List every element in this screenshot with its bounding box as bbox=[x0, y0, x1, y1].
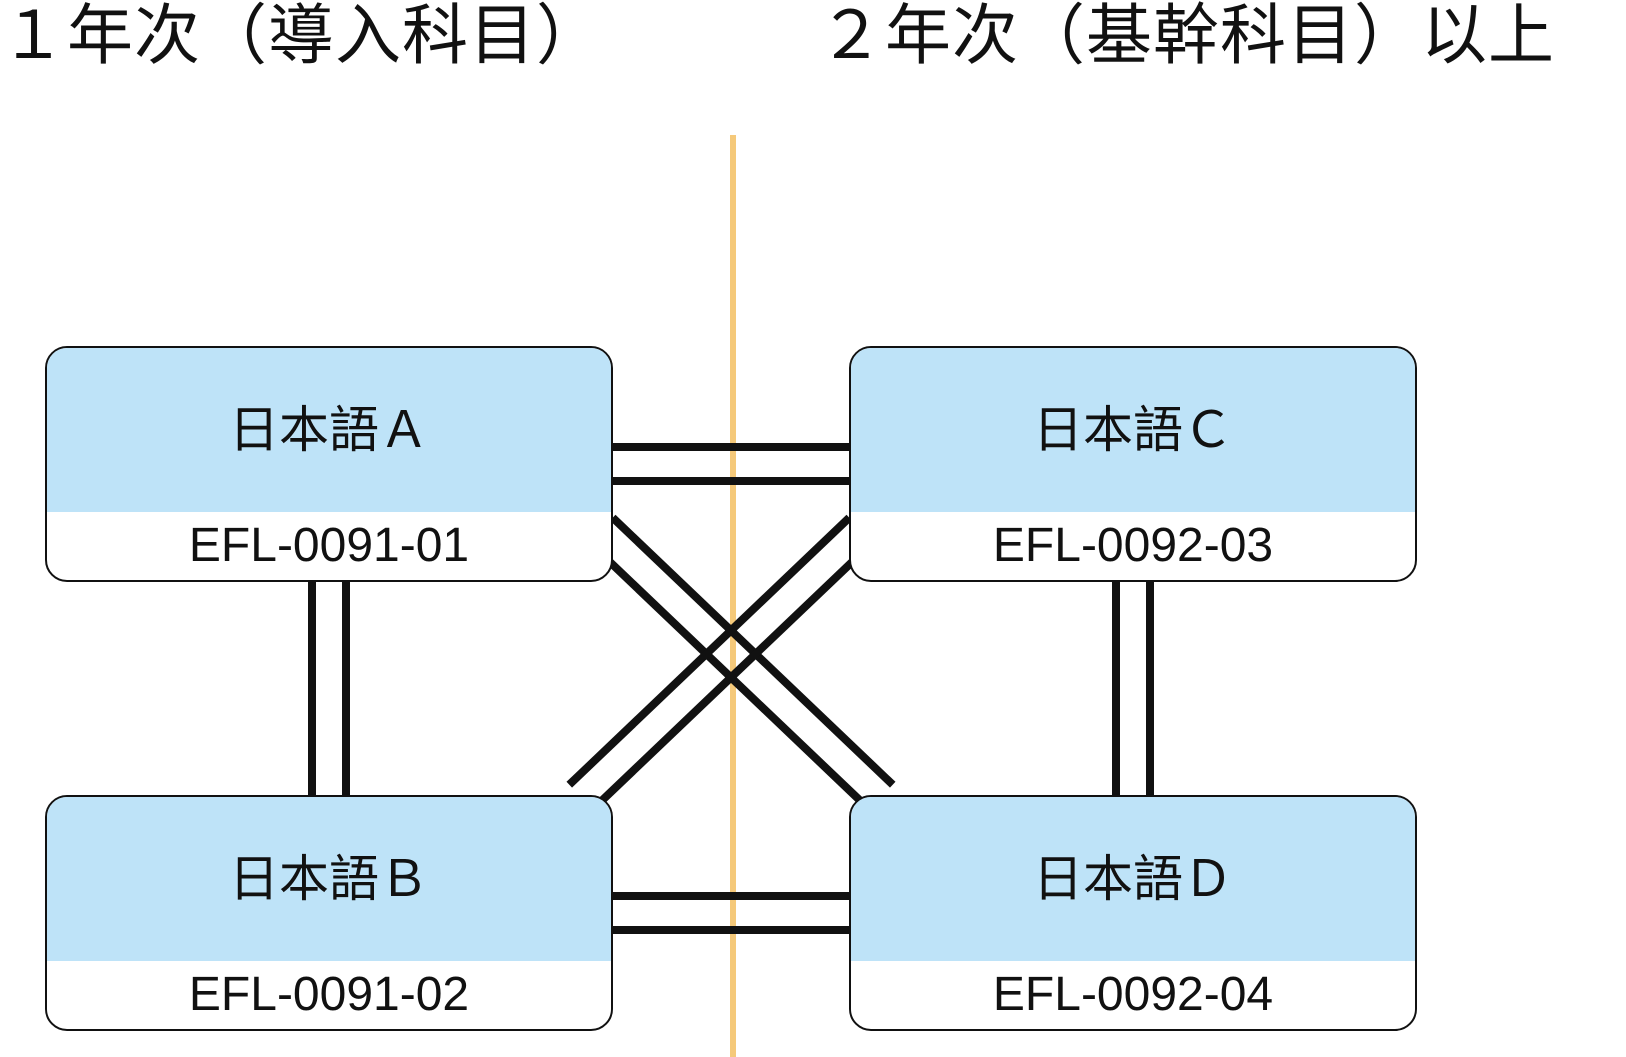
course-name-band bbox=[47, 348, 611, 512]
prerequisite-links bbox=[308, 443, 1154, 934]
course-name: 日本語Ｃ bbox=[1033, 401, 1233, 459]
course-box-japanese-c[interactable]: 日本語Ｃ EFL-0092-03 bbox=[849, 346, 1417, 582]
course-name: 日本語Ｄ bbox=[1033, 850, 1233, 908]
link-b-c-stroke-2 bbox=[589, 539, 876, 813]
course-code: EFL-0091-02 bbox=[188, 968, 470, 1021]
course-name-band bbox=[47, 797, 611, 961]
course-code: EFL-0092-04 bbox=[992, 968, 1274, 1021]
course-box-japanese-b[interactable]: 日本語Ｂ EFL-0091-02 bbox=[45, 795, 613, 1031]
course-code: EFL-0091-01 bbox=[188, 519, 470, 572]
course-name: 日本語Ｂ bbox=[229, 850, 429, 908]
link-a-d-stroke-2 bbox=[609, 514, 896, 788]
course-box-japanese-a[interactable]: 日本語Ａ EFL-0091-01 bbox=[45, 346, 613, 582]
course-name-band bbox=[851, 348, 1415, 512]
heading-second-year-and-above: ２年次（基幹科目）以上 bbox=[818, 0, 1555, 74]
course-name-band bbox=[851, 797, 1415, 961]
course-name: 日本語Ａ bbox=[229, 401, 429, 459]
link-b-c-stroke-1 bbox=[566, 514, 853, 788]
course-box-japanese-d[interactable]: 日本語Ｄ EFL-0092-04 bbox=[849, 795, 1417, 1031]
heading-first-year: １年次（導入科目） bbox=[0, 0, 603, 74]
course-code: EFL-0092-03 bbox=[992, 519, 1274, 572]
